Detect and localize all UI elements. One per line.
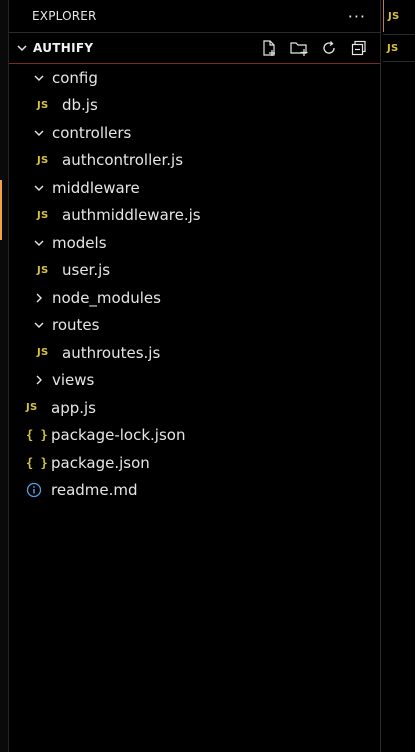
workspace-title: AUTHIFY — [33, 41, 94, 55]
js-file-icon: JS — [387, 42, 399, 54]
folder-item[interactable]: controllers — [9, 119, 380, 147]
folder-label: node_modules — [52, 288, 161, 307]
refresh-icon[interactable] — [318, 37, 340, 59]
file-label: package-lock.json — [51, 426, 186, 445]
folder-label: config — [52, 68, 98, 87]
new-file-icon[interactable] — [258, 37, 280, 59]
js-file-icon: JS — [37, 264, 49, 276]
folder-item[interactable]: node_modules — [9, 284, 380, 312]
file-label: package.json — [51, 453, 150, 472]
folder-item[interactable]: routes — [9, 312, 380, 340]
folder-label: views — [52, 371, 95, 390]
chevron-down-icon[interactable] — [29, 68, 49, 88]
file-item[interactable]: JS user.js — [9, 257, 380, 285]
json-file-icon: { } — [26, 428, 48, 443]
file-item[interactable]: { }package-lock.json — [9, 422, 380, 450]
file-item[interactable]: JS authcontroller.js — [9, 147, 380, 175]
section-actions — [258, 37, 380, 59]
info-icon — [26, 482, 48, 498]
folder-item[interactable]: views — [9, 367, 380, 395]
folder-item[interactable]: models — [9, 229, 380, 257]
editor-area[interactable] — [383, 62, 415, 752]
js-file-icon: JS — [26, 402, 38, 414]
file-label: user.js — [62, 261, 111, 280]
js-file-icon: JS — [37, 209, 49, 221]
folder-label: controllers — [52, 123, 132, 142]
folder-item[interactable]: middleware — [9, 174, 380, 202]
activity-accent — [0, 180, 2, 240]
file-item[interactable]: JS db.js — [9, 92, 380, 120]
workspace-section-header[interactable]: AUTHIFY — [9, 32, 380, 64]
folder-label: middleware — [52, 178, 140, 197]
chevron-down-icon[interactable] — [29, 233, 49, 253]
file-label: authroutes.js — [62, 343, 161, 362]
explorer-panel: EXPLORER ··· AUTHIFY — [9, 0, 381, 752]
folder-label: models — [52, 233, 107, 252]
explorer-title: EXPLORER — [32, 9, 97, 23]
file-item[interactable]: readme.md — [9, 477, 380, 505]
file-item[interactable]: JS app.js — [9, 394, 380, 422]
chevron-right-icon[interactable] — [29, 288, 49, 308]
more-actions-icon[interactable]: ··· — [347, 6, 366, 26]
file-label: readme.md — [51, 481, 138, 500]
js-file-icon: JS — [388, 10, 400, 22]
file-item[interactable]: JS authmiddleware.js — [9, 202, 380, 230]
chevron-down-icon[interactable] — [29, 315, 49, 335]
editor-tab[interactable]: JS — [383, 0, 415, 32]
json-file-icon: { } — [26, 455, 48, 470]
file-label: app.js — [51, 398, 96, 417]
file-item[interactable]: JS authroutes.js — [9, 339, 380, 367]
js-file-icon: JS — [37, 154, 49, 166]
folder-label: routes — [52, 316, 100, 335]
new-folder-icon[interactable] — [288, 37, 310, 59]
folder-item[interactable]: config — [9, 64, 380, 92]
chevron-down-icon[interactable] — [13, 39, 31, 57]
editor-breadcrumb: JS — [383, 34, 415, 62]
js-file-icon: JS — [37, 99, 49, 111]
explorer-header: EXPLORER ··· — [9, 0, 380, 32]
file-label: authcontroller.js — [62, 151, 184, 170]
js-file-icon: JS — [37, 347, 49, 359]
file-label: authmiddleware.js — [62, 206, 201, 225]
file-label: db.js — [62, 96, 98, 115]
file-item[interactable]: { }package.json — [9, 449, 380, 477]
chevron-right-icon[interactable] — [29, 370, 49, 390]
collapse-all-icon[interactable] — [348, 37, 370, 59]
chevron-down-icon[interactable] — [29, 123, 49, 143]
activity-strip — [0, 0, 9, 752]
chevron-down-icon[interactable] — [29, 178, 49, 198]
